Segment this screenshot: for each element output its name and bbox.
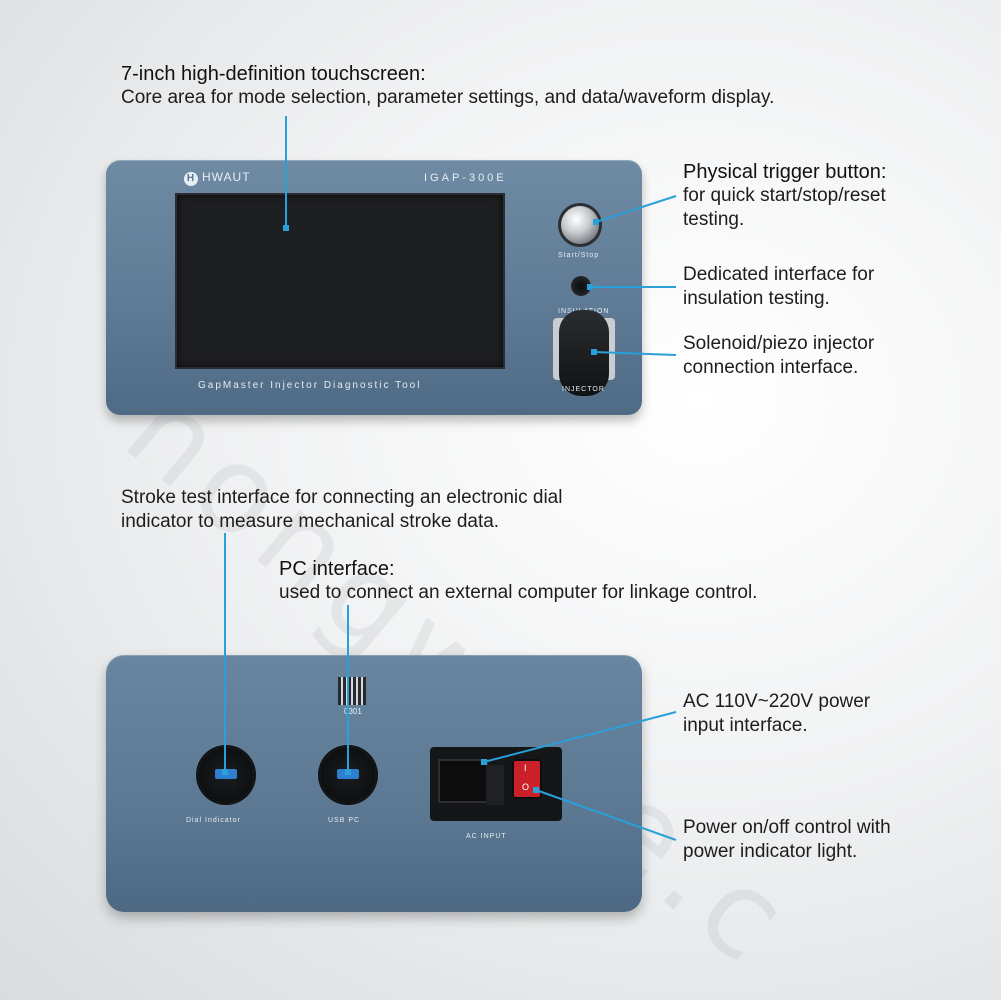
switch-off-mark: O xyxy=(522,782,530,792)
callout-touchscreen-title: 7-inch high-definition touchscreen: xyxy=(121,63,426,85)
callout-stroke: Stroke test interface for connecting an … xyxy=(121,486,562,534)
callout-ac-line1: AC 110V~220V power xyxy=(683,691,871,712)
callout-trigger-line1: for quick start/stop/reset xyxy=(683,185,886,206)
callout-power: Power on/off control with power indicato… xyxy=(683,816,891,864)
ac-input-label: AC INPUT xyxy=(466,833,507,840)
callout-injector-line1: Solenoid/piezo injector xyxy=(683,333,875,354)
callout-trigger: Physical trigger button: for quick start… xyxy=(683,160,886,232)
callout-injector: Solenoid/piezo injector connection inter… xyxy=(683,332,874,380)
qr-code xyxy=(338,677,366,705)
usb-pc-port[interactable] xyxy=(320,747,376,803)
callout-insulation-line1: Dedicated interface for xyxy=(683,264,875,285)
power-switch[interactable]: I O xyxy=(514,761,540,797)
qr-number: 0301 xyxy=(344,707,362,716)
tool-name: GapMaster Injector Diagnostic Tool xyxy=(198,380,422,391)
touchscreen[interactable] xyxy=(175,193,505,369)
callout-stroke-line2: indicator to measure mechanical stroke d… xyxy=(121,511,500,532)
insulation-port[interactable] xyxy=(571,276,591,296)
callout-pc: PC interface: used to connect an externa… xyxy=(279,557,757,605)
ac-power-socket[interactable] xyxy=(438,759,488,803)
callout-pc-body: used to connect an external computer for… xyxy=(279,582,758,603)
start-stop-button[interactable] xyxy=(561,206,599,244)
fuse-holder xyxy=(486,765,504,805)
brand-name: HWAUT xyxy=(202,170,251,184)
callout-touchscreen-body: Core area for mode selection, parameter … xyxy=(121,87,775,108)
brand-mark-icon: H xyxy=(184,172,198,186)
device-front-panel: H HWAUT IGAP-300E GapMaster Injector Diag… xyxy=(106,160,642,415)
brand-logo: H HWAUT xyxy=(184,170,251,186)
callout-injector-line2: connection interface. xyxy=(683,357,859,378)
callout-insulation: Dedicated interface for insulation testi… xyxy=(683,263,874,311)
dial-indicator-port[interactable] xyxy=(198,747,254,803)
callout-insulation-line2: insulation testing. xyxy=(683,288,830,309)
injector-label: INJECTOR xyxy=(562,386,605,393)
callout-stroke-line1: Stroke test interface for connecting an … xyxy=(121,487,563,508)
switch-on-mark: I xyxy=(524,763,527,773)
callout-power-line1: Power on/off control with xyxy=(683,817,891,838)
callout-power-line2: power indicator light. xyxy=(683,841,858,862)
callout-trigger-title: Physical trigger button: xyxy=(683,161,887,183)
usb-pc-label: USB PC xyxy=(328,817,361,824)
model-label: IGAP-300E xyxy=(424,172,507,184)
callout-touchscreen: 7-inch high-definition touchscreen: Core… xyxy=(121,62,774,110)
callout-pc-title: PC interface: xyxy=(279,558,395,580)
callout-trigger-line2: testing. xyxy=(683,209,745,230)
start-stop-label: Start/Stop xyxy=(558,252,600,259)
callout-ac-line2: input interface. xyxy=(683,715,808,736)
dial-indicator-label: Dial Indicator xyxy=(186,817,241,824)
device-rear-panel: 0301 Dial Indicator USB PC I O AC INPUT xyxy=(106,655,642,912)
callout-ac: AC 110V~220V power input interface. xyxy=(683,690,870,738)
injector-connector[interactable] xyxy=(559,310,609,396)
